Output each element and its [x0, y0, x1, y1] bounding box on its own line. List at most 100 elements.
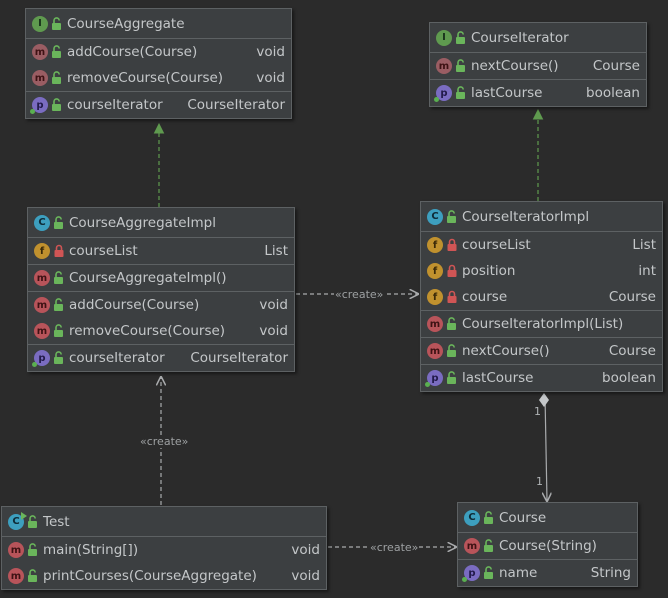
open-lock-icon	[53, 298, 65, 312]
open-lock-icon	[446, 317, 458, 331]
open-lock-icon	[455, 30, 467, 45]
open-lock-icon	[446, 209, 458, 224]
open-lock-icon	[27, 569, 39, 583]
open-lock-icon	[51, 98, 63, 112]
box-title: CourseAggregateImpl	[69, 214, 216, 231]
box-title: CourseIteratorImpl	[462, 208, 590, 225]
member-name: position	[462, 263, 516, 279]
member-name: name	[499, 565, 538, 581]
member-name: CourseIteratorImpl(List)	[462, 316, 624, 332]
propertie-row[interactable]: p name String	[458, 560, 637, 586]
multiplicity-source: 1	[534, 405, 541, 418]
m-badge-icon: m	[34, 270, 50, 286]
p-badge-icon: p	[30, 97, 48, 114]
member-name: courseList	[462, 237, 531, 253]
open-lock-icon	[53, 351, 65, 365]
open-lock-icon	[27, 543, 39, 557]
edge-label-create-test-course: «create»	[369, 541, 420, 554]
interface-icon: I	[436, 29, 452, 46]
open-lock-icon	[27, 514, 39, 529]
member-type: int	[638, 263, 656, 279]
member-type: String	[590, 565, 631, 581]
p-badge-icon: p	[425, 370, 443, 387]
class-icon: C	[8, 511, 27, 530]
m-badge-icon: m	[32, 70, 48, 86]
m-badge-icon: m	[34, 323, 50, 339]
member-type: boolean	[586, 85, 640, 101]
open-lock-icon	[53, 215, 65, 230]
p-badge-icon: p	[32, 350, 50, 367]
member-name: printCourses(CourseAggregate)	[43, 568, 257, 584]
open-lock-icon	[446, 371, 458, 385]
class-icon: C	[464, 509, 480, 526]
m-badge-icon: m	[8, 568, 24, 584]
class-icon: C	[34, 214, 50, 231]
p-badge-icon: p	[434, 85, 452, 102]
open-lock-icon	[51, 16, 63, 31]
member-type: void	[256, 70, 285, 86]
member-name: addCourse(Course)	[69, 297, 200, 313]
m-badge-icon: m	[8, 542, 24, 558]
edge-label-create-impl: «create»	[334, 288, 385, 301]
lock-icon	[53, 244, 65, 258]
member-type: List	[632, 237, 656, 253]
field-row[interactable]: f courseList List	[421, 232, 662, 258]
member-type: Course	[608, 289, 656, 305]
member-name: courseIterator	[67, 97, 163, 113]
open-lock-icon	[455, 86, 467, 100]
m-badge-icon: m	[464, 538, 480, 554]
member-type: Course	[592, 58, 640, 74]
p-badge-icon: p	[462, 565, 480, 582]
member-name: nextCourse()	[471, 58, 559, 74]
open-lock-icon	[483, 510, 495, 525]
member-name: main(String[])	[43, 542, 139, 558]
box-title: Course	[499, 509, 547, 526]
f-badge-icon: f	[427, 237, 443, 253]
composition-iterimpl-to-course	[545, 394, 547, 501]
open-lock-icon	[455, 59, 467, 73]
member-name: courseList	[69, 243, 138, 259]
open-lock-icon	[483, 539, 495, 553]
box-header[interactable]: C CourseAggregateImpl	[28, 208, 294, 238]
box-header[interactable]: C Course	[458, 503, 637, 533]
m-badge-icon: m	[427, 343, 443, 359]
